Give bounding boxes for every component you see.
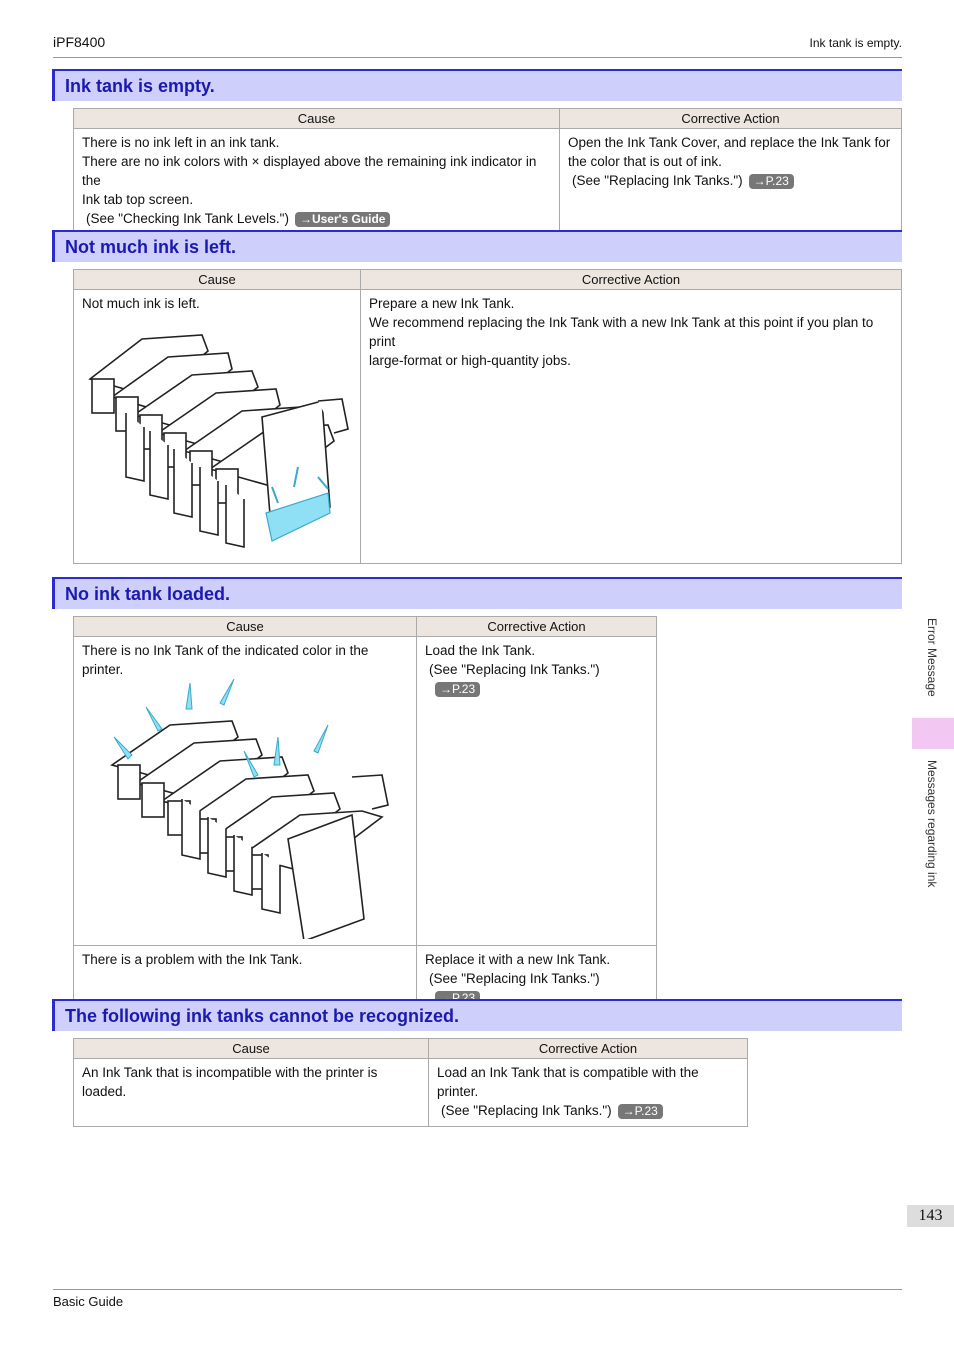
- action-line: (See "Replacing Ink Tanks.") →P.23: [425, 660, 648, 698]
- table-row: There is no ink left in an ink tank. The…: [73, 128, 902, 235]
- column-header-action: Corrective Action: [559, 108, 902, 129]
- section-title-ink-empty: Ink tank is empty.: [52, 69, 902, 101]
- action-line: Replace it with a new Ink Tank.: [425, 952, 611, 967]
- see-reference-text: (See "Replacing Ink Tanks."): [429, 662, 600, 677]
- no-tank-illustration: [82, 679, 408, 939]
- action-line: (See "Replacing Ink Tanks.") →P.23: [437, 1101, 739, 1120]
- cause-cell: There is no Ink Tank of the indicated co…: [73, 636, 417, 946]
- table-row: Not much ink is left.: [73, 289, 902, 564]
- ink-tanks-low-illustration: [82, 317, 352, 557]
- action-line: Prepare a new Ink Tank.: [369, 296, 515, 311]
- cause-line: (See "Checking Ink Tank Levels.") →User's…: [82, 209, 551, 228]
- cause-line: Not much ink is left.: [82, 296, 200, 311]
- action-cell: Load the Ink Tank. (See "Replacing Ink T…: [416, 636, 657, 946]
- action-cell: Open the Ink Tank Cover, and replace the…: [559, 128, 902, 235]
- column-header-action: Corrective Action: [360, 269, 902, 290]
- column-header-action: Corrective Action: [428, 1038, 748, 1059]
- footer-rule: [53, 1289, 902, 1290]
- page-link[interactable]: →P.23: [435, 682, 481, 697]
- section-title-text: No ink tank loaded.: [65, 584, 231, 604]
- section-title-text: Not much ink is left.: [65, 237, 237, 257]
- column-header-action: Corrective Action: [416, 616, 657, 637]
- column-header-cause: Cause: [73, 269, 361, 290]
- sidebar-chapter[interactable]: Error Message: [925, 618, 941, 708]
- column-header-cause: Cause: [73, 1038, 429, 1059]
- action-line: Load an Ink Tank that is compatible with…: [437, 1065, 699, 1099]
- section-title-text: Ink tank is empty.: [65, 76, 215, 96]
- action-line: (See "Replacing Ink Tanks.") →P.23: [568, 171, 893, 190]
- sidebar-chapter-label: Error Message: [925, 618, 939, 697]
- sidebar-subchapter[interactable]: Messages regarding ink: [925, 760, 941, 910]
- cause-cell: An Ink Tank that is incompatible with th…: [73, 1058, 429, 1127]
- action-line: the color that is out of ink.: [568, 154, 722, 169]
- column-header-cause: Cause: [73, 108, 560, 129]
- table-no-tank: Cause Corrective Action There is no Ink …: [73, 616, 657, 1014]
- action-cell: Load an Ink Tank that is compatible with…: [428, 1058, 748, 1127]
- see-reference-text: (See "Replacing Ink Tanks."): [441, 1103, 612, 1118]
- table-row: An Ink Tank that is incompatible with th…: [73, 1058, 748, 1127]
- action-line: large-format or high-quantity jobs.: [369, 353, 571, 368]
- cause-line: There are no ink colors with × displayed…: [82, 154, 537, 188]
- table-row: There is no Ink Tank of the indicated co…: [73, 636, 657, 946]
- table-low-ink: Cause Corrective Action Not much ink is …: [73, 269, 902, 564]
- header-model: iPF8400: [53, 34, 106, 50]
- section-title-low-ink: Not much ink is left.: [52, 230, 902, 262]
- header-topic: Ink tank is empty.: [809, 36, 902, 50]
- sidebar-subchapter-label: Messages regarding ink: [925, 760, 939, 888]
- action-line: Open the Ink Tank Cover, and replace the…: [568, 135, 891, 150]
- users-guide-link[interactable]: →User's Guide: [294, 212, 391, 227]
- action-cell: Prepare a new Ink Tank. We recommend rep…: [360, 289, 902, 564]
- cause-cell: Not much ink is left.: [73, 289, 361, 564]
- see-reference-text: (See "Replacing Ink Tanks."): [572, 173, 743, 188]
- table-ink-empty: Cause Corrective Action There is no ink …: [73, 108, 902, 235]
- section-title-no-tank: No ink tank loaded.: [52, 577, 902, 609]
- cause-line: There is no Ink Tank of the indicated co…: [82, 643, 369, 677]
- page-number: 143: [907, 1205, 954, 1227]
- header-rule: [53, 57, 902, 58]
- action-line: We recommend replacing the Ink Tank with…: [369, 315, 874, 349]
- see-reference-text: (See "Checking Ink Tank Levels."): [86, 211, 289, 226]
- footer-guide: Basic Guide: [53, 1294, 124, 1309]
- section-title-text: The following ink tanks cannot be recogn…: [65, 1006, 460, 1026]
- cause-cell: There is no ink left in an ink tank. The…: [73, 128, 560, 235]
- sidebar-current-marker: [912, 718, 954, 749]
- section-title-unrecognized: The following ink tanks cannot be recogn…: [52, 999, 902, 1031]
- page-link[interactable]: →P.23: [617, 1104, 663, 1119]
- page-link[interactable]: →P.23: [748, 174, 794, 189]
- action-line: Load the Ink Tank.: [425, 643, 536, 658]
- see-reference-text: (See "Replacing Ink Tanks."): [429, 971, 600, 986]
- table-unrecognized: Cause Corrective Action An Ink Tank that…: [73, 1038, 748, 1127]
- cause-line: There is no ink left in an ink tank.: [82, 135, 280, 150]
- cause-line: Ink tab top screen.: [82, 192, 194, 207]
- column-header-cause: Cause: [73, 616, 417, 637]
